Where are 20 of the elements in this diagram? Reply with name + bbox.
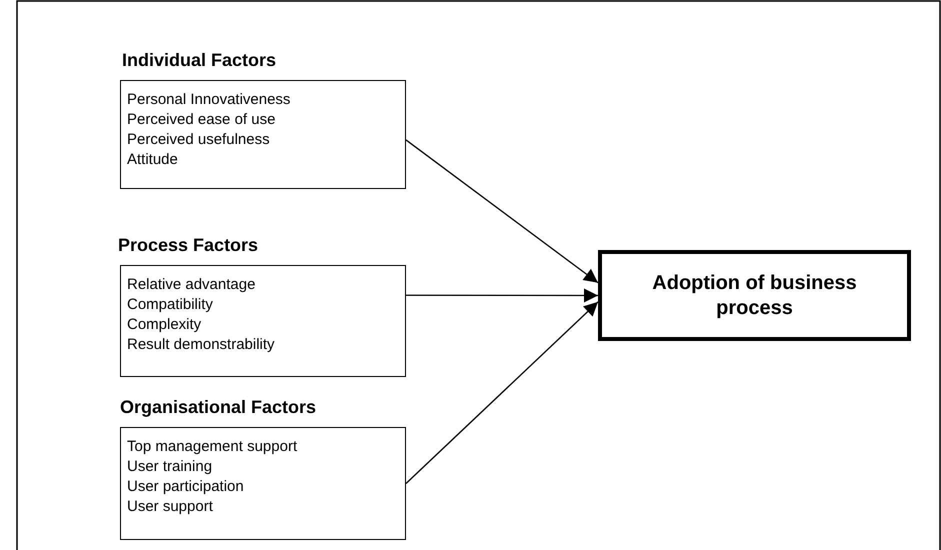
arrow [406, 288, 598, 302]
outcome-label: Adoption of business process [652, 270, 857, 320]
factor-item: Relative advantage [127, 275, 256, 295]
factor-item: Perceived usefulness [127, 130, 271, 150]
factor-item: Compatibility [127, 295, 214, 315]
factor-item: Attitude [127, 150, 179, 170]
factor-item: Top management support [127, 437, 298, 457]
factor-item: Perceived ease of use [127, 110, 276, 130]
factor-item: Complexity [127, 315, 202, 335]
group-heading: Organisational Factors [120, 397, 316, 418]
factor-item: User participation [127, 477, 245, 497]
factor-item: Personal Innovativeness [127, 90, 292, 110]
arrow [406, 139, 598, 284]
factor-item: User training [127, 457, 214, 477]
group-heading: Process Factors [118, 235, 258, 256]
group-heading: Individual Factors [122, 50, 276, 71]
factor-item: Result demonstrability [127, 335, 276, 355]
factor-item: User support [127, 497, 214, 517]
outcome-box [598, 250, 911, 341]
arrow [406, 301, 598, 484]
